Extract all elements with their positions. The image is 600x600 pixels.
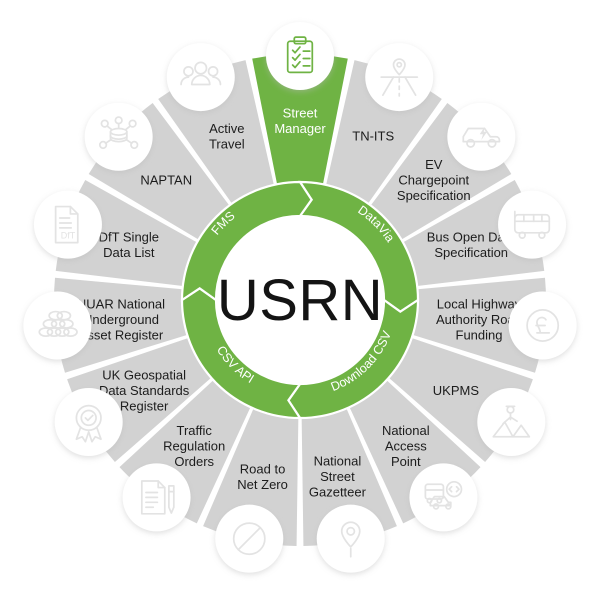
- road-location-pin-icon: [380, 58, 419, 97]
- segment-label: UKPMS: [433, 383, 480, 398]
- bus-car-code-icon: [424, 480, 463, 510]
- icon-bubble[interactable]: [508, 291, 577, 360]
- clipboard-checklist-icon: [286, 36, 314, 74]
- electric-car-icon: [462, 126, 501, 148]
- icon-bubble[interactable]: [215, 504, 284, 573]
- icon-bubble[interactable]: [122, 463, 191, 532]
- icon-bubble[interactable]: [54, 388, 123, 456]
- icon-bubble[interactable]: [477, 388, 546, 456]
- database-network-icon: [98, 116, 139, 150]
- icon-bubble[interactable]: DfT: [33, 190, 102, 259]
- buried-pipes-icon: [38, 310, 78, 338]
- icon-bubble[interactable]: [84, 102, 153, 171]
- award-rosette-icon: [75, 404, 102, 443]
- icon-bubble[interactable]: [166, 43, 235, 112]
- icon-bubble[interactable]: [447, 102, 516, 171]
- wheel-segment[interactable]: [54, 277, 188, 373]
- map-pin-icon: [340, 521, 361, 558]
- bus-icon: [513, 210, 551, 239]
- svg-text:DfT: DfT: [61, 231, 76, 241]
- icon-bubble[interactable]: [23, 291, 92, 360]
- icon-bubble[interactable]: [498, 190, 567, 259]
- wheel-segment[interactable]: [203, 408, 299, 546]
- wheel-segment[interactable]: [412, 277, 546, 373]
- pound-sterling-icon: [526, 309, 560, 342]
- hub-label: USRN: [217, 268, 383, 333]
- segment-label: TN-ITS: [352, 129, 394, 144]
- wheel-segment[interactable]: [301, 408, 397, 546]
- icon-bubble[interactable]: [316, 504, 385, 573]
- segment-label: NAPTAN: [140, 173, 192, 188]
- hub-circle: [224, 224, 376, 376]
- icon-bubble-group: DfT: [23, 22, 577, 573]
- dft-document-icon: DfT: [54, 205, 79, 244]
- inner-ring-segment[interactable]: [180, 180, 313, 303]
- icon-bubble[interactable]: [266, 22, 334, 90]
- document-pen-icon: [140, 480, 175, 515]
- wheel-segment[interactable]: [252, 54, 348, 185]
- icon-bubble[interactable]: [409, 463, 478, 532]
- icon-bubble[interactable]: [365, 43, 434, 112]
- zero-slash-icon: [232, 522, 266, 556]
- people-group-icon: [180, 61, 222, 86]
- roadworks-worker-icon: [492, 405, 531, 438]
